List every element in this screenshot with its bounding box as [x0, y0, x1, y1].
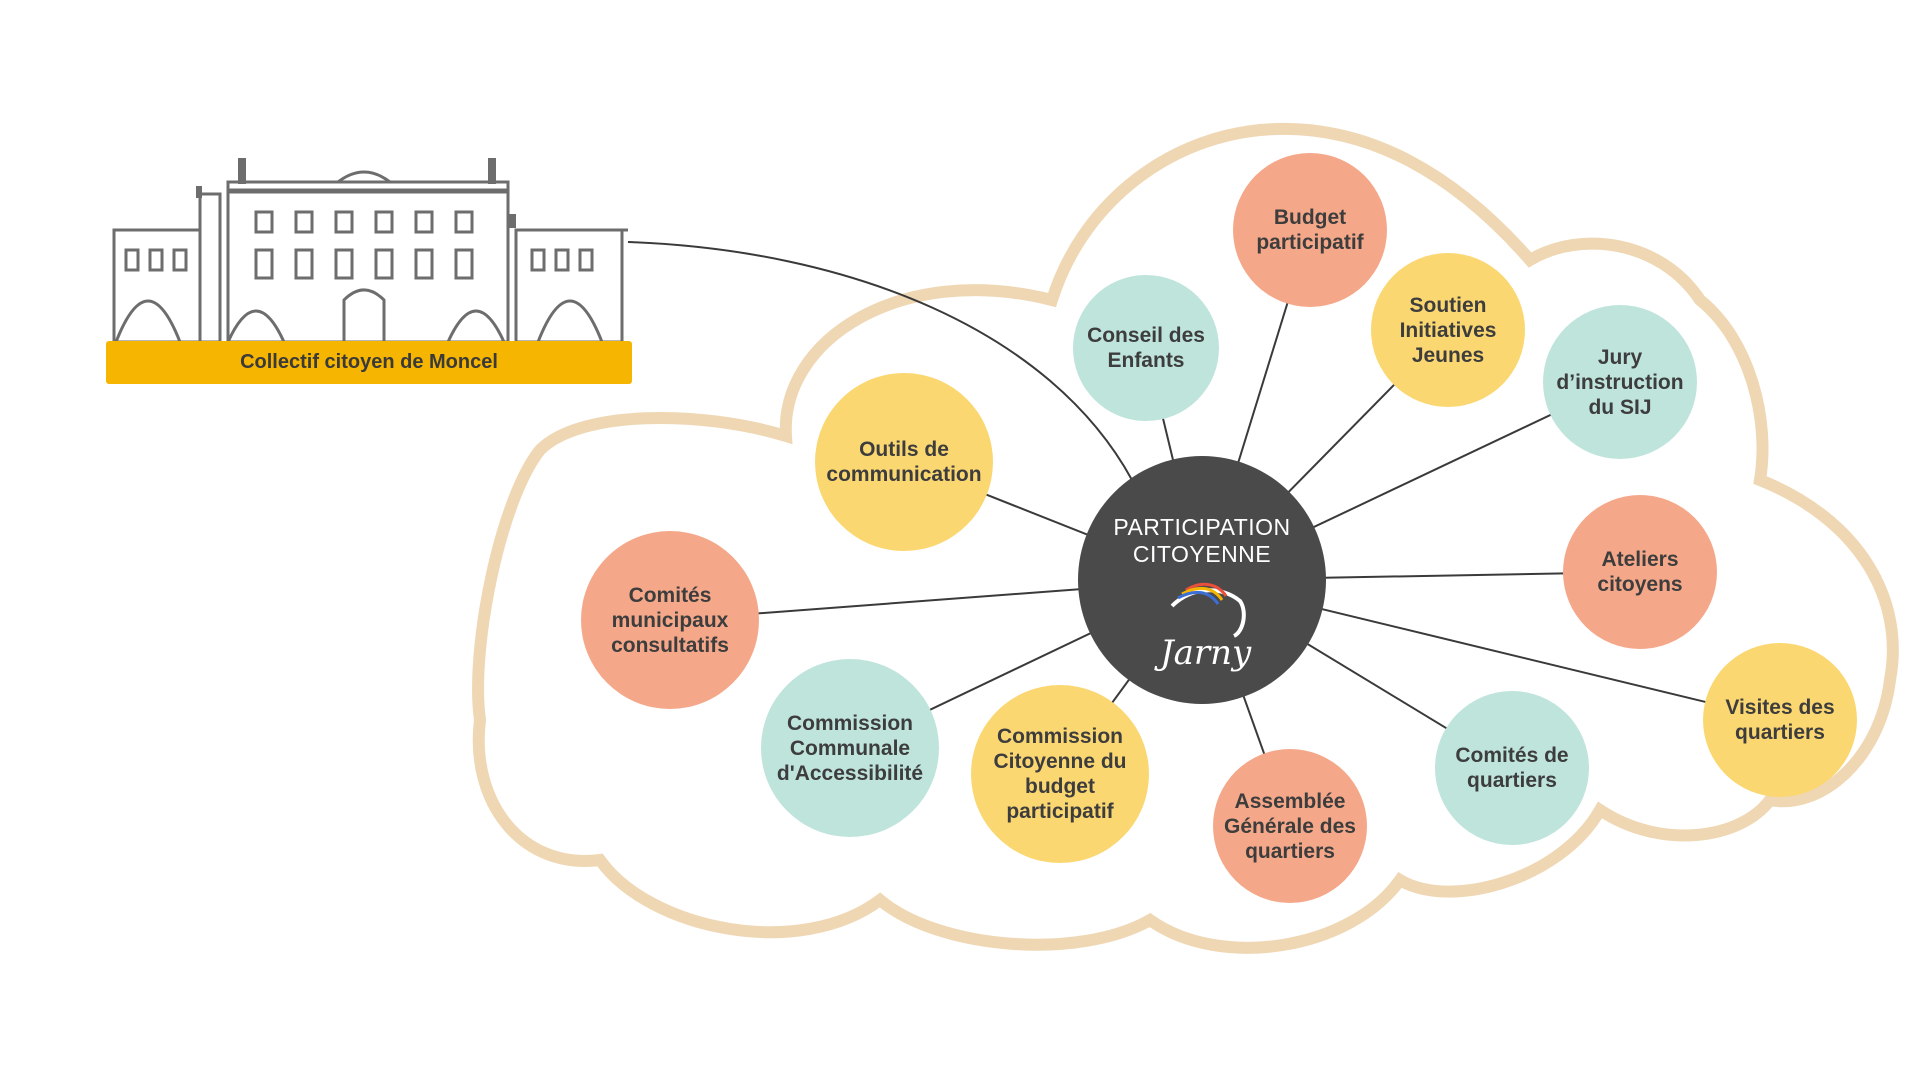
cloud-outline: [472, 122, 1899, 954]
node-assemblee-generale-quartiers: Assemblée Générale des quartiers: [1213, 749, 1367, 903]
castle-connector: [627, 241, 1133, 481]
collectif-label: Collectif citoyen de Moncel: [240, 351, 498, 373]
node-comites-de-quartiers: Comités de quartiers: [1435, 691, 1589, 845]
chateau-de-moncel-illustration: [112, 158, 628, 342]
node-outils-de-communication: Outils de communication: [815, 373, 993, 551]
node-budget-participatif: Budget participatif: [1233, 153, 1387, 307]
node-commission-communale-accessibilite: Commission Communale d'Accessibilité: [761, 659, 939, 837]
node-visites-des-quartiers: Visites des quartiers: [1703, 643, 1857, 797]
node-commission-citoyenne-budget: Commission Citoyenne du budget participa…: [971, 685, 1149, 863]
jarny-logo: Jarny: [1154, 582, 1252, 673]
node-comites-municipaux-consultatifs: Comités municipaux consultatifs: [581, 531, 759, 709]
collectif-banner: Collectif citoyen de Moncel: [106, 341, 632, 384]
node-ateliers-citoyens: Ateliers citoyens: [1563, 495, 1717, 649]
node-jury-instruction-sij: Jury d’instruction du SIJ: [1543, 305, 1697, 459]
hub-title: PARTICIPATION CITOYENNE: [1113, 514, 1291, 567]
node-conseil-des-enfants: Conseil des Enfants: [1073, 275, 1219, 421]
participation-citoyenne-hub: PARTICIPATION CITOYENNE Jarny: [1078, 456, 1326, 704]
node-soutien-initiatives-jeunes: Soutien Initiatives Jeunes: [1371, 253, 1525, 407]
svg-text:Jarny: Jarny: [1154, 633, 1252, 673]
